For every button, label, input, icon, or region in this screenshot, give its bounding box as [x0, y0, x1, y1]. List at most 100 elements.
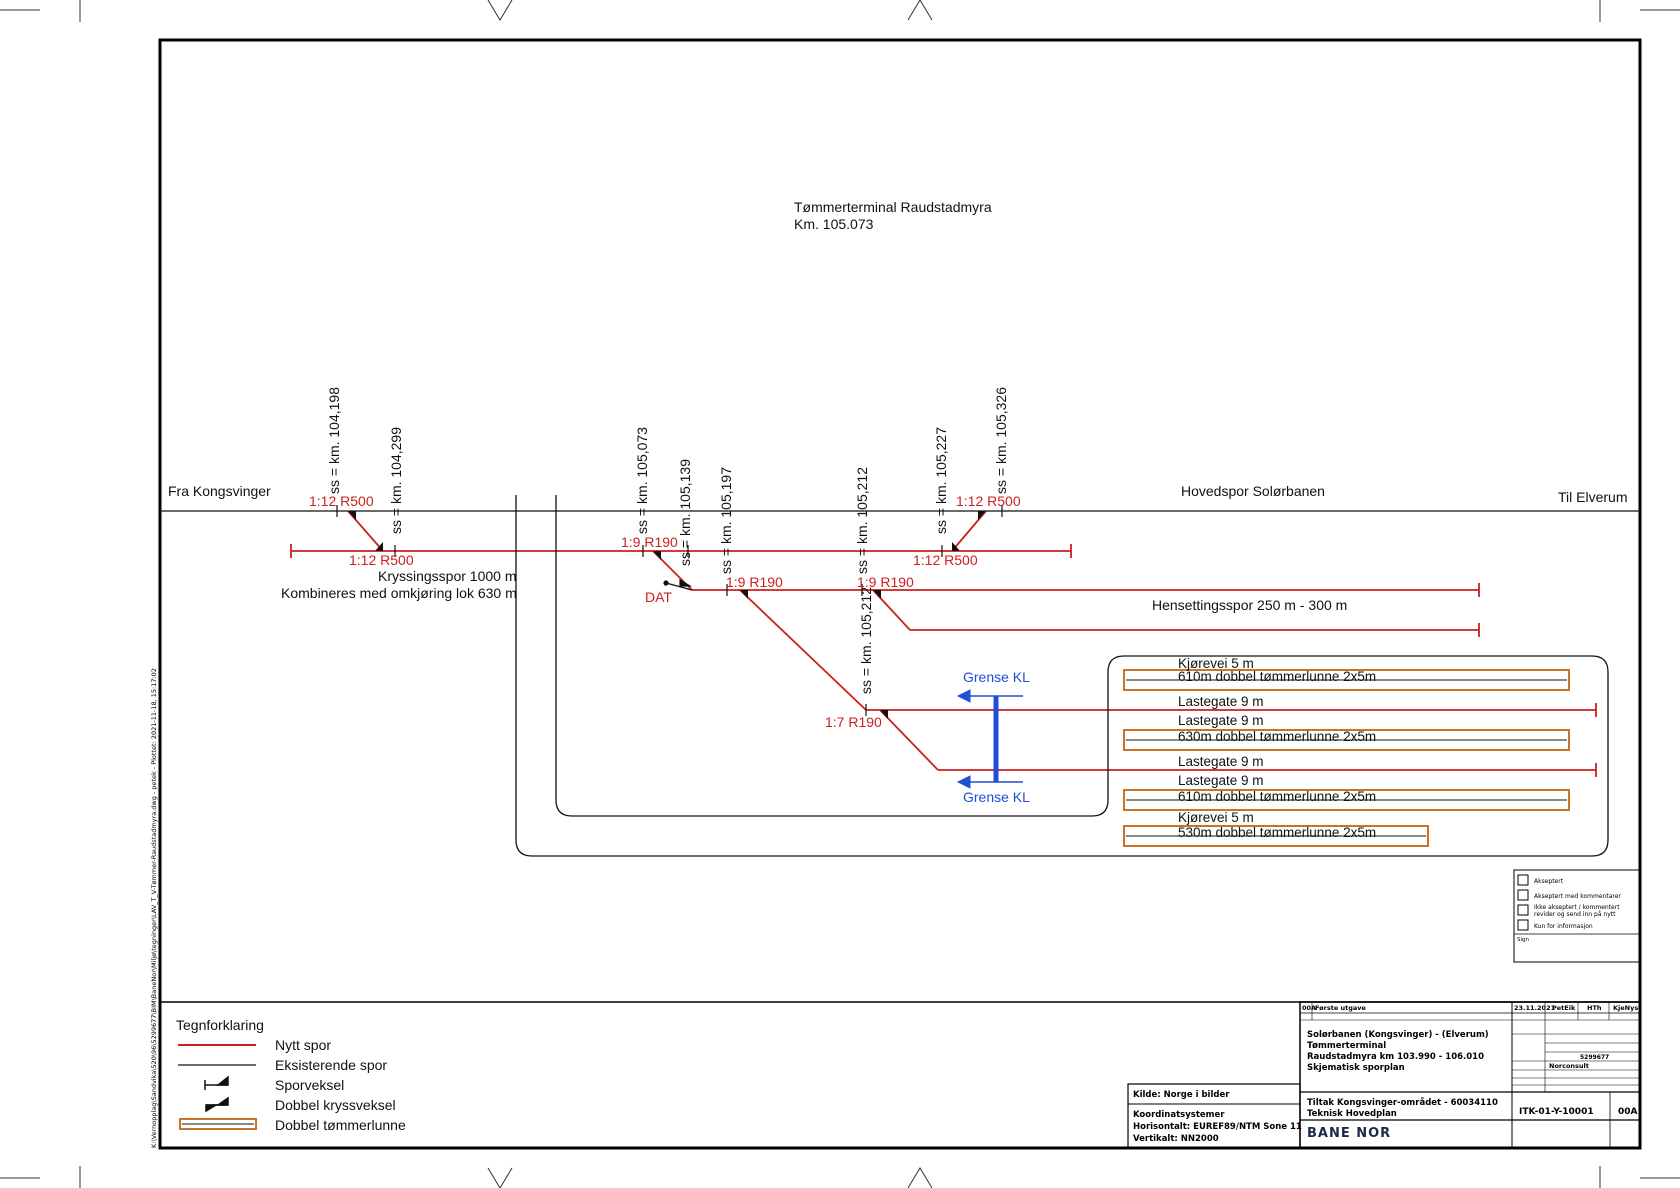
- legend: Tegnforklaring Nytt spor Eksisterende sp…: [176, 1017, 406, 1133]
- log-pile: [1123, 789, 1570, 811]
- station-label: ss = km. 105,139: [677, 459, 693, 566]
- legend-item: Nytt spor: [275, 1037, 331, 1053]
- yard-label: Lastegate 9 m: [1178, 713, 1264, 728]
- stamp-label: Ikke akseptert / kommentert: [1534, 904, 1620, 911]
- title-block-text: 00A Første utgave 23.11.2021 PetEik HTh …: [1302, 1004, 1638, 1141]
- legend-title: Tegnforklaring: [176, 1017, 264, 1033]
- log-pile: [1123, 729, 1570, 751]
- log-piles: [1123, 669, 1570, 847]
- switch-label: 1:12 R500: [956, 493, 1021, 509]
- boundary-label-top: Grense KL: [963, 669, 1030, 685]
- legend-item: Eksisterende spor: [275, 1057, 387, 1073]
- margin-note: K:\Vernopplag\Sandvika\520\96\5299677\BI…: [150, 668, 158, 1148]
- review-stamp: Akseptert Akseptert med kommentarer Ikke…: [1513, 869, 1641, 963]
- source-vertikalt: Vertikalt: NN2000: [1133, 1134, 1219, 1144]
- station-labels: ss = km. 104,198 ss = km. 104,299 ss = k…: [326, 387, 1009, 694]
- project-line-2: Tømmerterminal: [1307, 1041, 1386, 1051]
- rev-description: Første utgave: [1315, 1004, 1367, 1012]
- switch-icon: [215, 1075, 229, 1086]
- yard-label: 630m dobbel tømmerlunne 2x5m: [1178, 729, 1376, 744]
- yard-label: 610m dobbel tømmerlunne 2x5m: [1178, 789, 1376, 804]
- terminal-title: Tømmerterminal Raudstadmyra: [794, 199, 992, 215]
- legend-item: Sporveksel: [275, 1077, 344, 1093]
- source-kilde: Kilde: Norge i bilder: [1133, 1090, 1230, 1100]
- drawing-frame: [158, 38, 1642, 1150]
- stamp-label: Kun for informasjon: [1534, 923, 1593, 930]
- dat-symbol: [663, 578, 693, 591]
- yard-labels: Kjørevei 5 m 610m dobbel tømmerlunne 2x5…: [1178, 656, 1376, 840]
- switch-symbol-icon: [880, 710, 888, 719]
- project-line-3: Raudstadmyra km 103.990 - 106.010: [1307, 1052, 1484, 1062]
- stamp-label: revider og send inn på nytt: [1534, 911, 1616, 918]
- switch-symbol-icon: [740, 590, 748, 599]
- dat-label: DAT: [645, 589, 672, 605]
- arrow-left-icon: [956, 775, 971, 789]
- switch-symbol-icon: [653, 551, 661, 560]
- crossing-track-label: Kryssingsspor 1000 m: [378, 568, 517, 584]
- switch-label: 1:9 R190: [857, 574, 914, 590]
- tiltak-line-1: Tiltak Kongsvinger-området - 60034110: [1307, 1097, 1498, 1108]
- project-line-1: Solørbanen (Kongsvinger) - (Elverum): [1307, 1030, 1489, 1040]
- switch-label: 1:12 R500: [349, 552, 414, 568]
- connector-east: [951, 510, 987, 552]
- switch-label: 1:12 R500: [913, 552, 978, 568]
- tiltak-line-2: Teknisk Hovedplan: [1307, 1109, 1397, 1119]
- rev-date: 23.11.2021: [1514, 1004, 1556, 1012]
- stamp-checkbox[interactable]: [1517, 919, 1529, 931]
- switch-symbol-icon: [873, 590, 881, 599]
- station-label: ss = km. 104,299: [388, 427, 404, 534]
- log-pile: [1123, 669, 1570, 691]
- combined-track-label: Kombineres med omkjøring lok 630 m: [281, 585, 517, 601]
- project-line-4: Skjematisk sporplan: [1307, 1063, 1405, 1073]
- legend-item: Dobbel kryssveksel: [275, 1097, 396, 1113]
- station-label: ss = km. 105,197: [718, 467, 734, 574]
- double-switch-icon: [205, 1104, 219, 1113]
- station-label: ss = km. 105,212: [858, 587, 874, 694]
- producer: Norconsult: [1549, 1062, 1589, 1070]
- yard-label: Lastegate 9 m: [1178, 773, 1264, 788]
- drawing-number: ITK-01-Y-10001: [1519, 1107, 1594, 1117]
- yard-label: Kjørevei 5 m: [1178, 656, 1254, 671]
- double-switch-icon: [215, 1096, 229, 1106]
- boundary-kl: [956, 689, 1023, 789]
- diagonal-to-yard: [739, 589, 867, 711]
- yard-label: Lastegate 9 m: [1178, 754, 1264, 769]
- switch-labels: 1:12 R500 1:12 R500 1:9 R190 1:9 R190 1:…: [309, 493, 1021, 730]
- rev-by-1: PetEik: [1552, 1004, 1576, 1012]
- switch-symbols: [348, 511, 986, 719]
- main-line-label: Hovedspor Solørbanen: [1181, 483, 1325, 499]
- direction-from: Fra Kongsvinger: [168, 483, 271, 499]
- stamp-label: Akseptert med kommentarer: [1534, 893, 1621, 900]
- stamp-label: Akseptert: [1534, 878, 1564, 885]
- title-block: [1299, 1001, 1641, 1149]
- arrow-left-icon: [956, 689, 971, 703]
- terminal-outlines: [515, 495, 1609, 857]
- yard-label: Kjørevei 5 m: [1178, 810, 1254, 825]
- switch-symbol-icon: [348, 511, 356, 520]
- station-label: ss = km. 105,073: [634, 427, 650, 534]
- new-tracks: [290, 510, 1597, 777]
- log-pile: [1123, 825, 1429, 847]
- direction-to: Til Elverum: [1558, 489, 1628, 505]
- connector-west: [347, 510, 384, 552]
- terminal-km: Km. 105.073: [794, 216, 874, 232]
- stamp-checkbox[interactable]: [1517, 904, 1529, 916]
- switch-label: 1:9 R190: [621, 534, 678, 550]
- switch-label: 1:12 R500: [309, 493, 374, 509]
- yard-label: Lastegate 9 m: [1178, 694, 1264, 709]
- legend-item: Dobbel tømmerlunne: [275, 1117, 406, 1133]
- stamp-checkbox[interactable]: [1517, 874, 1529, 886]
- stamp-checkbox[interactable]: [1517, 889, 1529, 901]
- revision-number: 00A: [1618, 1107, 1638, 1117]
- stamp-label: Sign: [1517, 937, 1530, 943]
- yard-label: 530m dobbel tømmerlunne 2x5m: [1178, 825, 1376, 840]
- siding-track-label: Hensettingsspor 250 m - 300 m: [1152, 597, 1347, 613]
- yard-label: 610m dobbel tømmerlunne 2x5m: [1178, 669, 1376, 684]
- station-label: ss = km. 105,227: [933, 427, 949, 534]
- switch-symbol-icon: [375, 542, 383, 551]
- oppdrag-number: 5299677: [1580, 1054, 1609, 1061]
- rev-by-3: KjeNys: [1613, 1004, 1638, 1012]
- station-label: ss = km. 104,198: [326, 387, 342, 494]
